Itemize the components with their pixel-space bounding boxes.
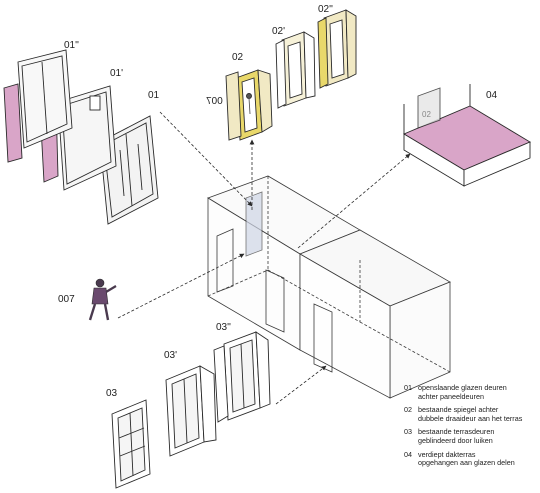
legend-line: bestaande spiegel achter bbox=[418, 405, 499, 415]
label-03-double-prime: 03'' bbox=[216, 322, 231, 333]
door-set-02 bbox=[225, 69, 273, 141]
label-02-double-prime: 02'' bbox=[318, 4, 333, 15]
door-set-01-prime bbox=[39, 85, 117, 191]
figure-007 bbox=[88, 278, 117, 321]
legend-number: 03 bbox=[404, 427, 412, 437]
legend-number: 04 bbox=[404, 449, 412, 459]
label-007: 007 bbox=[58, 294, 75, 305]
label-04: 04 bbox=[486, 90, 498, 101]
legend-line: verdiept dakterras bbox=[418, 449, 476, 459]
legend-line: openslaande glazen deuren bbox=[418, 383, 507, 392]
legend-item: 04 verdiept dakterras opgehangen aan gla… bbox=[404, 449, 540, 468]
label-007-mirrored: 007 bbox=[206, 96, 223, 107]
legend-line: dubbele draaideur aan het terras bbox=[418, 413, 523, 423]
legend-line: geblindeerd door luiken bbox=[418, 435, 493, 445]
legend-item: 01 openslaande glazen deuren achter pane… bbox=[404, 383, 540, 401]
label-03: 03 bbox=[106, 388, 118, 399]
roof-terrace-04 bbox=[403, 84, 531, 187]
legend-line: achter paneeldeuren bbox=[418, 391, 484, 401]
door-set-01-double-prime bbox=[3, 49, 73, 163]
legend-number: 02 bbox=[404, 405, 412, 415]
legend-number: 01 bbox=[404, 383, 412, 392]
explosion-arrows bbox=[117, 111, 411, 405]
label-01: 01 bbox=[148, 90, 160, 101]
label-03-prime: 03' bbox=[164, 350, 178, 361]
label-02-on-terrace: 02 bbox=[422, 110, 431, 119]
label-02-prime: 02' bbox=[272, 26, 286, 37]
label-01-double-prime: 01'' bbox=[64, 40, 79, 51]
door-set-03 bbox=[111, 399, 151, 489]
door-set-03-double-prime bbox=[213, 331, 271, 423]
label-01-prime: 01' bbox=[110, 68, 124, 79]
legend-item: 03 bestaande terrasdeuren geblindeerd do… bbox=[404, 428, 540, 445]
legend-line: bestaande terrasdeuren bbox=[418, 427, 495, 437]
door-set-02-prime bbox=[275, 31, 316, 109]
legend-line: opgehangen aan glazen delen bbox=[418, 458, 515, 468]
label-02: 02 bbox=[232, 52, 244, 63]
legend: 01 openslaande glazen deuren achter pane… bbox=[404, 383, 540, 473]
building-volume bbox=[207, 175, 451, 399]
door-set-02-double-prime bbox=[317, 9, 357, 89]
legend-item: 02 bestaande spiegel achter dubbele draa… bbox=[404, 405, 540, 423]
door-set-03-prime bbox=[165, 365, 217, 457]
